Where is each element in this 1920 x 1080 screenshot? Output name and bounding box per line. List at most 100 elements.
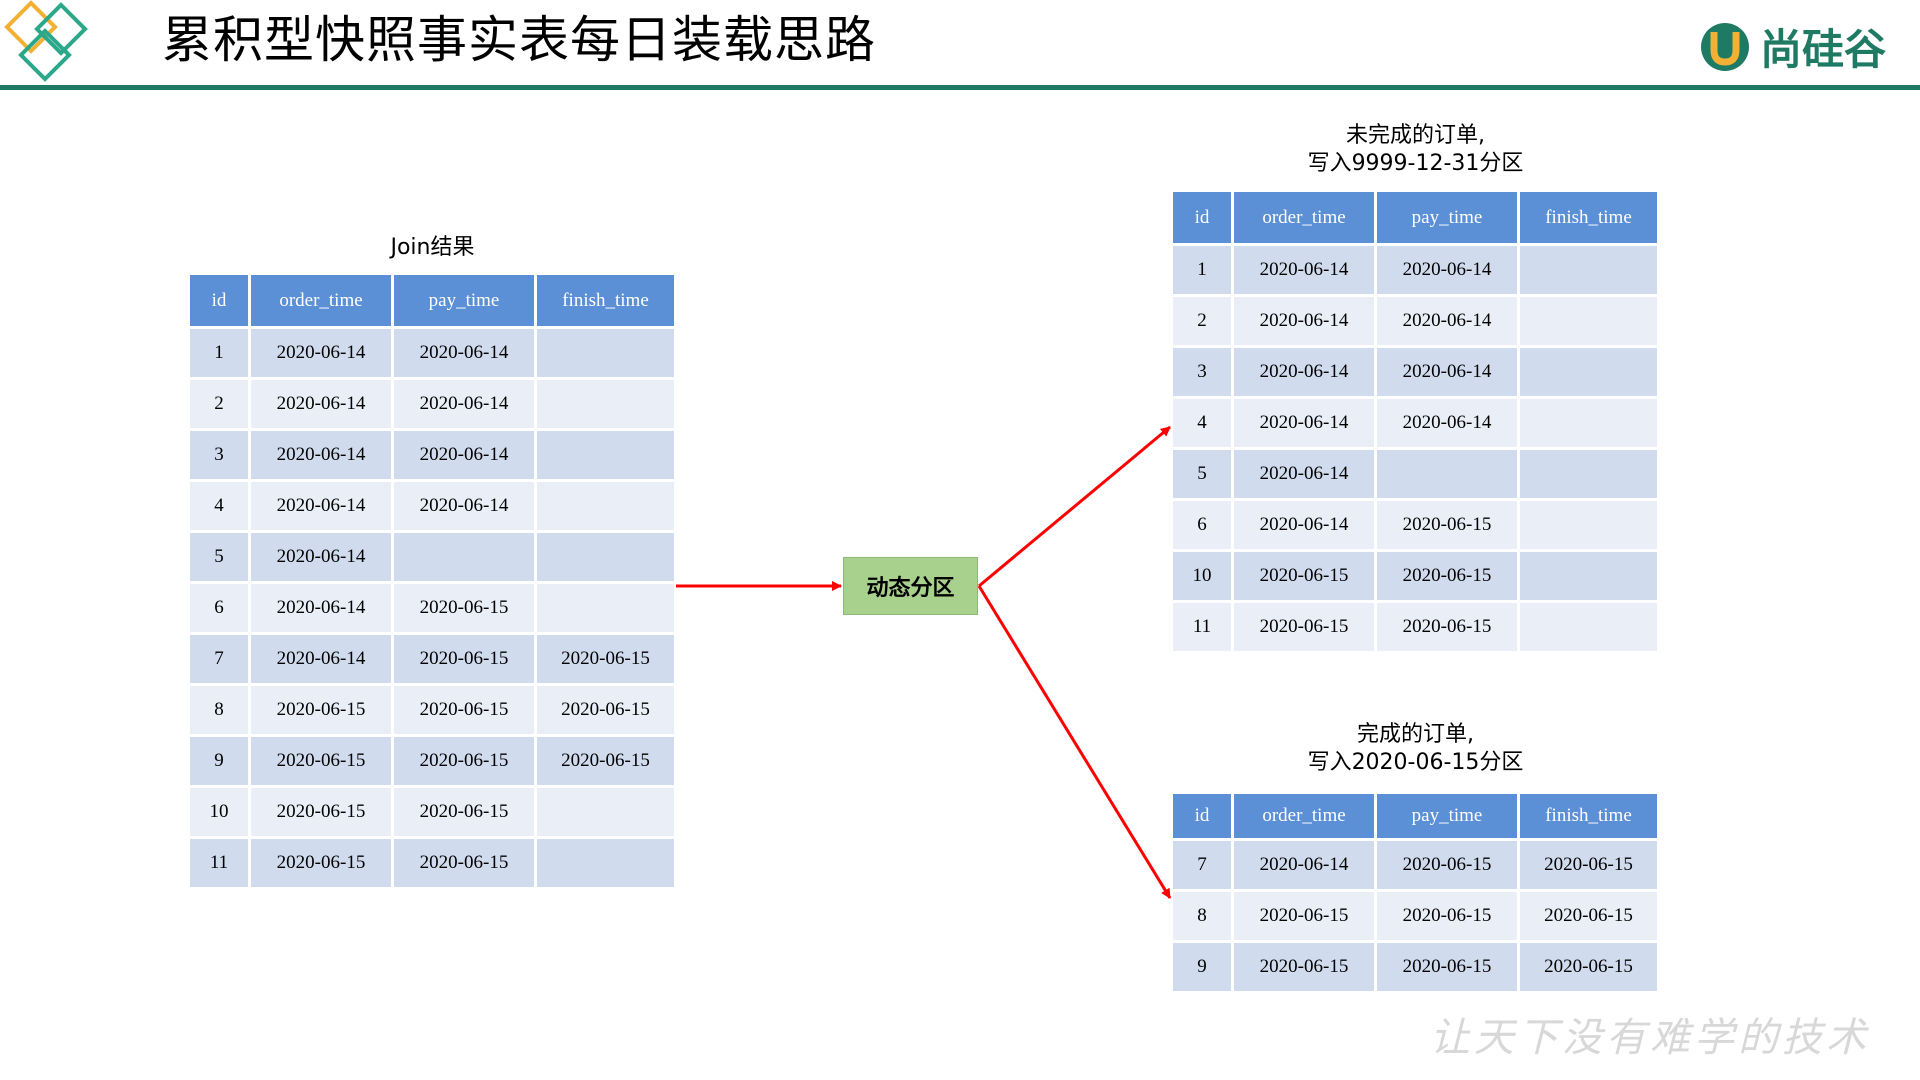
column-header: id — [190, 275, 248, 326]
table-cell: 2020-06-14 — [1377, 246, 1517, 294]
dynamic-partition-box: 动态分区 — [843, 557, 978, 615]
table-cell: 2020-06-15 — [1234, 892, 1374, 940]
table-cell: 2020-06-15 — [394, 635, 534, 683]
footer-slogan: 让天下没有难学的技术 — [1430, 1015, 1870, 1061]
table-cell — [537, 839, 674, 887]
unfinished-caption-line2: 写入9999-12-31分区 — [1307, 151, 1524, 176]
table-cell: 5 — [190, 533, 248, 581]
column-header: pay_time — [1377, 192, 1517, 243]
join-table-caption: Join结果 — [390, 235, 475, 260]
table-cell: 2020-06-14 — [1234, 841, 1374, 889]
table-cell: 2020-06-14 — [1234, 501, 1374, 549]
table-cell: 2020-06-14 — [394, 329, 534, 377]
unfinished-orders-table: id order_time pay_time finish_time 1 2020… — [1170, 189, 1660, 654]
table-cell — [1520, 552, 1657, 600]
unfinished-caption: 未完成的订单, 写入9999-12-31分区 — [1173, 122, 1658, 178]
column-header: pay_time — [1377, 794, 1517, 838]
column-header: finish_time — [537, 275, 674, 326]
table-cell: 3 — [1173, 348, 1231, 396]
table-header-row: id order_time pay_time finish_time — [190, 275, 674, 326]
table-cell: 4 — [1173, 399, 1231, 447]
table-cell — [537, 533, 674, 581]
table-cell: 10 — [190, 788, 248, 836]
table-cell: 2020-06-14 — [251, 380, 391, 428]
table-cell — [1377, 450, 1517, 498]
table-cell: 2020-06-15 — [1377, 943, 1517, 991]
table-cell: 2020-06-15 — [537, 686, 674, 734]
table-cell — [537, 431, 674, 479]
table-cell — [537, 329, 674, 377]
table-header-row: id order_time pay_time finish_time — [1173, 794, 1657, 838]
column-header: id — [1173, 192, 1231, 243]
table-cell — [1520, 297, 1657, 345]
column-header: finish_time — [1520, 794, 1657, 838]
column-header: finish_time — [1520, 192, 1657, 243]
table-cell: 2020-06-14 — [1377, 399, 1517, 447]
table-cell — [1520, 450, 1657, 498]
table-cell: 2020-06-14 — [394, 482, 534, 530]
table-cell: 2020-06-14 — [394, 431, 534, 479]
table-cell: 1 — [190, 329, 248, 377]
column-header: pay_time — [394, 275, 534, 326]
table-cell — [1520, 603, 1657, 651]
table-cell: 11 — [190, 839, 248, 887]
brand: 尚硅谷 — [1698, 16, 1886, 77]
header-divider — [0, 85, 1920, 90]
table-cell — [1520, 246, 1657, 294]
table-cell: 2020-06-15 — [251, 737, 391, 785]
table-cell: 7 — [1173, 841, 1231, 889]
table-cell: 2020-06-15 — [394, 788, 534, 836]
table-cell: 2020-06-15 — [394, 686, 534, 734]
table-cell: 3 — [190, 431, 248, 479]
table-cell: 10 — [1173, 552, 1231, 600]
table-cell: 9 — [190, 737, 248, 785]
table-cell: 2020-06-14 — [394, 380, 534, 428]
table-cell: 2020-06-14 — [251, 482, 391, 530]
table-cell — [537, 380, 674, 428]
table-cell — [1520, 501, 1657, 549]
page-title: 累积型快照事实表每日装载思路 — [162, 11, 876, 69]
table-cell: 2020-06-14 — [251, 635, 391, 683]
table-cell: 2020-06-14 — [1234, 348, 1374, 396]
column-header: order_time — [1234, 794, 1374, 838]
brand-logo-icon — [1700, 22, 1749, 71]
table-cell: 2020-06-15 — [394, 839, 534, 887]
table-cell: 2020-06-14 — [1377, 297, 1517, 345]
table-cell: 2020-06-14 — [1377, 348, 1517, 396]
table-cell: 2020-06-15 — [1377, 603, 1517, 651]
column-header: order_time — [1234, 192, 1374, 243]
table-cell: 2020-06-15 — [1234, 603, 1374, 651]
table-cell: 2020-06-15 — [537, 635, 674, 683]
table-cell: 2020-06-15 — [1234, 943, 1374, 991]
table-cell — [1520, 348, 1657, 396]
table-cell: 6 — [190, 584, 248, 632]
table-cell: 2020-06-15 — [394, 584, 534, 632]
table-cell: 1 — [1173, 246, 1231, 294]
table-cell: 2 — [190, 380, 248, 428]
finished-caption-line1: 完成的订单, — [1357, 722, 1474, 747]
column-header: order_time — [251, 275, 391, 326]
table-cell: 2020-06-15 — [537, 737, 674, 785]
table-cell: 2020-06-15 — [394, 737, 534, 785]
arrow-to-finished — [977, 585, 1172, 899]
